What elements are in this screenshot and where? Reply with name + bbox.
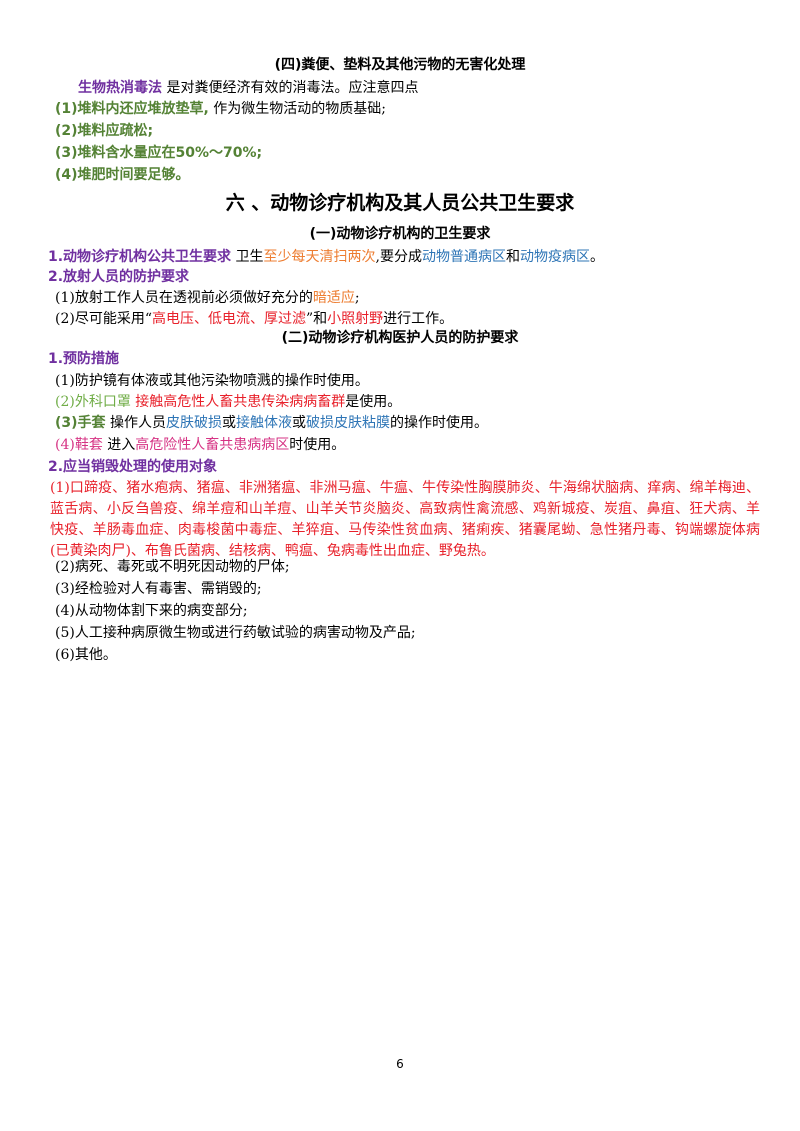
method-line: 生物热消毒法 是对粪便经济有效的消毒法。应注意四点 bbox=[78, 78, 418, 98]
prevention-2a: (2)外科口罩 bbox=[55, 394, 131, 410]
req-1-t4: 动物普通病区 bbox=[421, 249, 506, 265]
prevention-4b: 进入 bbox=[102, 437, 136, 453]
section-4-title: (四)粪便、垫料及其他污物的无害化处理 bbox=[274, 57, 526, 73]
point-2: (2)堆料应疏松; bbox=[55, 123, 154, 139]
destruction-3: (3)经检验对人有毒害、需销毁的; bbox=[55, 581, 262, 597]
subsection-2-title: (二)动物诊疗机构医护人员的防护要求 bbox=[281, 330, 519, 346]
prevention-4d: 时使用。 bbox=[289, 437, 346, 453]
req-2-item-2: (2)尽可能采用“高电压、低电流、厚过滤”和小照射野进行工作。 bbox=[55, 309, 453, 329]
section-6-title: 六 、动物诊疗机构及其人员公共卫生要求 bbox=[225, 192, 575, 214]
prevention-3d: 或 bbox=[222, 415, 236, 431]
prevention-3f: 或 bbox=[292, 415, 306, 431]
req-2-1c: ; bbox=[354, 290, 360, 306]
req-2-2a: (2)尽可能采用“ bbox=[55, 311, 152, 327]
point-3: (3)堆料含水量应在50%～70%; bbox=[55, 145, 263, 161]
req-2-item-1: (1)放射工作人员在透视前必须做好充分的暗适应; bbox=[55, 288, 360, 308]
prevention-4: (4)鞋套 进入高危险性人畜共患病病区时使用。 bbox=[55, 435, 345, 455]
req-2-label: 2.放射人员的防护要求 bbox=[48, 269, 190, 285]
point-1: (1)堆料内还应堆放垫草, 作为微生物活动的物质基础; bbox=[55, 99, 386, 119]
method-desc: 是对粪便经济有效的消毒法。应注意四点 bbox=[162, 80, 419, 96]
req-1-t6: 动物疫病区 bbox=[519, 249, 590, 265]
prevention-3e: 接触体液 bbox=[236, 415, 292, 431]
req-1-t3: ,要分成 bbox=[375, 249, 422, 265]
prevention-3: (3)手套 操作人员皮肤破损或接触体液或破损皮肤粘膜的操作时使用。 bbox=[55, 413, 488, 433]
prevention-2: (2)外科口罩 接触高危性人畜共患传染病病畜群是使用。 bbox=[55, 392, 401, 412]
point-1-a: (1)堆料内还应堆放垫草, bbox=[55, 101, 209, 117]
prevention-2b: 接触高危性人畜共患传染病病畜群 bbox=[130, 394, 346, 410]
prevention-4a: (4)鞋套 bbox=[55, 437, 103, 453]
req-2-2e: 进行工作。 bbox=[383, 311, 454, 327]
destruction-1: (1)口蹄疫、猪水疱病、猪瘟、非洲猪瘟、非洲马瘟、牛瘟、牛传染性胸膜肺炎、牛海绵… bbox=[50, 480, 760, 559]
prevention-3g: 破损皮肤粘膜 bbox=[306, 415, 390, 431]
destruction-6: (6)其他。 bbox=[55, 647, 117, 663]
prevention-label: 1.预防措施 bbox=[48, 351, 120, 367]
page-number: 6 bbox=[396, 1057, 404, 1071]
destruction-4: (4)从动物体割下来的病变部分; bbox=[55, 603, 248, 619]
req-1-t1: 卫生 bbox=[231, 249, 264, 265]
destruction-label: 2.应当销毁处理的使用对象 bbox=[48, 459, 218, 475]
req-2-1b: 暗适应 bbox=[312, 290, 355, 306]
req-1-t5: 和 bbox=[505, 249, 520, 265]
req-1-t2: 至少每天清扫两次 bbox=[263, 249, 376, 265]
req-2-2b: 高电压、低电流、厚过滤 bbox=[152, 311, 306, 327]
point-1-b: 作为微生物活动的物质基础; bbox=[208, 101, 387, 117]
method-name: 生物热消毒法 bbox=[78, 80, 162, 96]
subsection-1-title: (一)动物诊疗机构的卫生要求 bbox=[309, 226, 491, 242]
prevention-2c: 是使用。 bbox=[345, 394, 402, 410]
prevention-3a: (3)手套 bbox=[55, 415, 106, 431]
req-2-1a: (1)放射工作人员在透视前必须做好充分的 bbox=[55, 290, 313, 306]
point-4: (4)堆肥时间要足够。 bbox=[55, 167, 190, 183]
req-1-t7: 。 bbox=[589, 249, 604, 265]
req-2-2d: 小照射野 bbox=[327, 311, 384, 327]
destruction-5: (5)人工接种病原微生物或进行药敏试验的病害动物及产品; bbox=[55, 625, 416, 641]
req-2-2c: ”和 bbox=[306, 311, 328, 327]
req-1-line: 1.动物诊疗机构公共卫生要求 卫生至少每天清扫两次,要分成动物普通病区和动物疫病… bbox=[48, 247, 604, 267]
prevention-1: (1)防护镜有体液或其他污染物喷溅的操作时使用。 bbox=[55, 373, 369, 389]
req-1-label: 1.动物诊疗机构公共卫生要求 bbox=[48, 249, 232, 265]
prevention-4c: 高危险性人畜共患病病区 bbox=[135, 437, 290, 453]
prevention-3h: 的操作时使用。 bbox=[390, 415, 488, 431]
prevention-3c: 皮肤破损 bbox=[166, 415, 222, 431]
destruction-2: (2)病死、毒死或不明死因动物的尸体; bbox=[55, 559, 290, 575]
prevention-3b: 操作人员 bbox=[105, 415, 166, 431]
